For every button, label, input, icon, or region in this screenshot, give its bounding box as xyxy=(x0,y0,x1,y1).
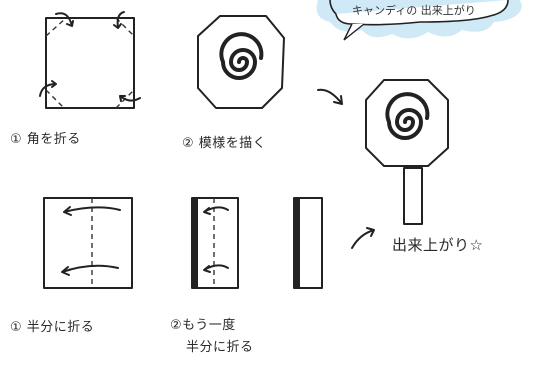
draw-pattern-diagram xyxy=(197,15,285,109)
arrow-icon xyxy=(317,88,343,105)
candy-result-diagram xyxy=(365,79,449,225)
step2-bottom-caption-line2: 半分に折る xyxy=(186,340,254,355)
step2-bottom-caption-line1: ②もう一度 xyxy=(170,318,236,333)
fold-half-again-diagram xyxy=(191,197,239,289)
result-label: 出来上がり☆ xyxy=(392,236,484,254)
step1-top-caption: ① 角を折る xyxy=(10,132,81,147)
step1-bottom-caption: ① 半分に折る xyxy=(10,320,95,335)
fold-half-diagram xyxy=(43,197,133,289)
speech-bubble xyxy=(316,0,522,41)
arrow-icon xyxy=(351,227,375,249)
bubble-text: キャンディの 出来上がり xyxy=(352,4,476,17)
step2-top-caption: ② 模様を描く xyxy=(182,136,267,151)
stick-diagram xyxy=(293,197,323,289)
fold-corners-diagram xyxy=(39,11,141,109)
